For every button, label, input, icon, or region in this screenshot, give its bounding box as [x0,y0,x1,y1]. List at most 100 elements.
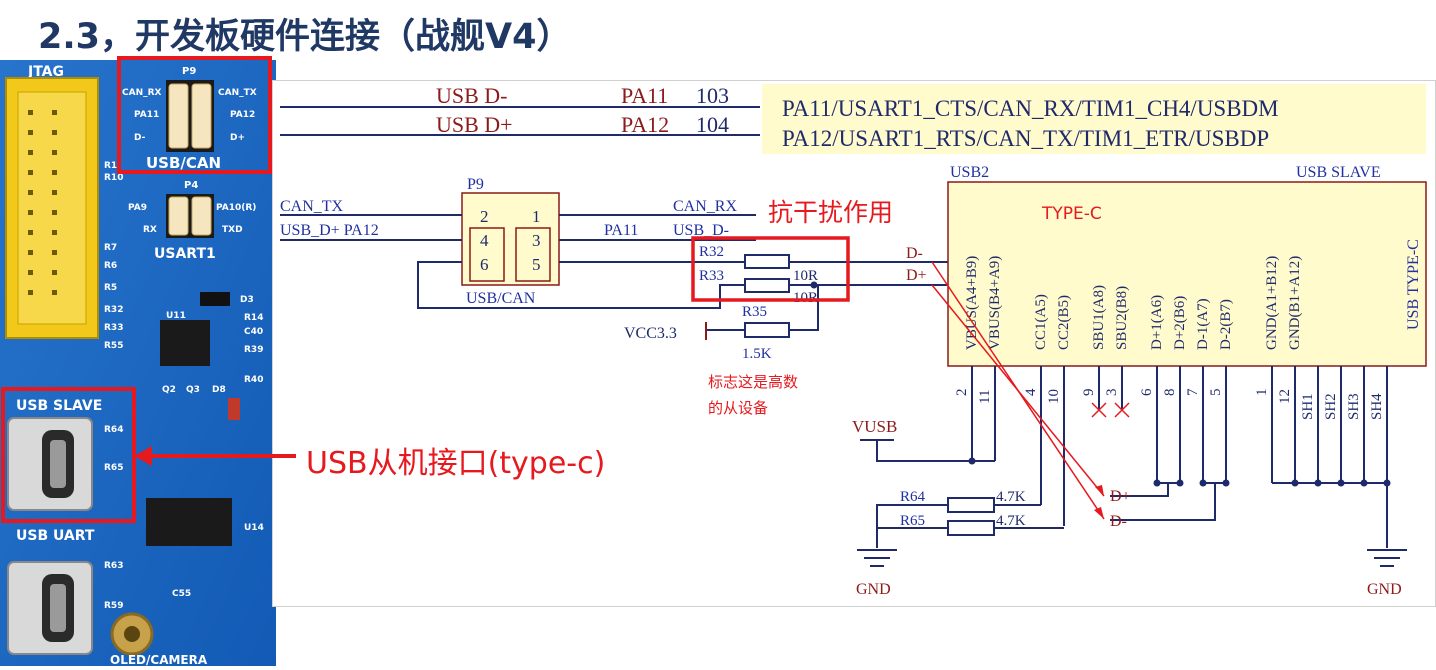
p9-name: USB/CAN [466,290,536,307]
ref-r14: R14 [244,313,263,323]
svg-text:D+2(B6): D+2(B6) [1172,296,1188,350]
svg-text:11: 11 [977,390,993,404]
r32-ref: R32 [699,244,724,260]
p9-pin-1: 1 [532,207,541,226]
typec-connector-body [947,181,1427,367]
p9-pa12: PA12 [230,110,255,120]
r65-value: 4.7K [996,513,1026,529]
p4-rx: RX [143,225,157,235]
p4-txd: TXD [222,225,243,235]
usb-can-label: USB/CAN [146,154,221,172]
p4-label: P4 [184,180,198,191]
r33-ref: R33 [699,268,724,284]
gnd-symbol-right [1367,549,1407,567]
ref-q2: Q2 [162,385,176,395]
p9-label: P9 [182,66,196,77]
ref-r59: R59 [104,601,123,611]
ref-q3: Q3 [186,385,200,395]
vusb-label: VUSB [852,417,897,436]
top-net-wires [280,106,760,136]
svg-text:CC2(B5): CC2(B5) [1056,295,1072,350]
typec-label: TYPE-C [1041,204,1102,224]
r33-value: 10R [793,268,818,284]
svg-text:D-1(A7): D-1(A7) [1195,298,1211,350]
r64-ref: R64 [900,489,926,505]
p9-pin-3: 3 [532,231,541,250]
ref-d8: D8 [212,385,226,395]
note-line-2: 的从设备 [708,399,768,417]
svg-text:3: 3 [1104,389,1120,397]
junction-dots [968,457,1391,487]
pin-function-1: PA11/USART1_CTS/CAN_RX/TIM1_CH4/USBDM [782,96,1279,121]
net-can-rx: CAN_RX [673,198,737,215]
p9-dp: D+ [230,133,245,143]
net-pa11-b: PA11 [604,222,638,239]
svg-text:D+1(A6): D+1(A6) [1149,295,1165,350]
p9-pin-2: 2 [480,207,489,226]
d3-diode [200,292,230,306]
junction-r35 [810,281,818,289]
svg-text:10: 10 [1046,389,1062,404]
p9-can-tx: CAN_TX [218,88,257,98]
ref-r10: R10 [104,173,123,183]
jumper-left [168,83,189,149]
net-dm: D- [906,245,923,262]
p9-header-body [461,192,560,286]
typec-pin-numbers: 2 11 4 10 9 3 6 8 7 5 1 12 SH1 SH2 SH3 S… [954,388,1385,420]
ref-r5: R5 [104,283,117,293]
jtag-pins [28,110,57,295]
cross-ref-arrows [931,261,1105,520]
ref-r55: R55 [104,341,123,351]
slide-title: 2.3，开发板硬件连接（战舰V4） [38,17,572,57]
r35-value: 1.5K [742,346,772,362]
usb-uart-label: USB UART [16,528,95,544]
ref-r6: R6 [104,261,117,271]
usb2-ref: USB2 [950,164,989,181]
svg-text:GND(B1+A12): GND(B1+A12) [1287,256,1303,350]
p9-can-rx: CAN_RX [122,88,162,98]
vusb-wire [860,439,995,462]
p9-pin-5: 5 [532,255,541,274]
svg-text:SH1: SH1 [1300,393,1316,420]
net-pa11: PA11 [621,83,668,108]
p4-pa10: PA10(R) [216,203,256,213]
ref-c40: C40 [244,327,263,337]
p9-wires [280,214,756,309]
schematic: USB D- USB D+ PA11 PA12 103 104 PA11/USA… [271,79,1436,608]
svg-text:CC1(A5): CC1(A5) [1033,294,1049,350]
usart1-label: USART1 [154,246,216,262]
d8-led [228,398,240,420]
ref-r32: R32 [104,305,123,315]
svg-text:SH4: SH4 [1369,393,1385,420]
p9-pin-4: 4 [480,231,489,250]
pin-103: 103 [696,83,729,108]
svg-text:2: 2 [954,389,970,397]
r64-value: 4.7K [996,489,1026,505]
svg-text:VBUS(A4+B9): VBUS(A4+B9) [964,256,980,350]
svg-text:SBU2(B8): SBU2(B8) [1114,286,1130,350]
ref-r40: R40 [244,375,263,385]
r65-ref: R65 [900,513,925,529]
svg-text:5: 5 [1208,389,1224,397]
jtag-label: JTAG [27,64,64,80]
p9-pa11: PA11 [134,110,159,120]
net-dp: D+ [906,267,927,284]
net-dp-bottom: D+ [1110,488,1131,505]
gnd-right: GND [1367,581,1402,598]
net-dm-bottom: D- [1110,513,1127,530]
p9-dm: D- [134,133,146,143]
p4-pa9: PA9 [128,203,147,213]
svg-text:4: 4 [1023,388,1039,396]
usb-slave-ref: USB SLAVE [1296,164,1381,181]
usb-slave-callout: USB从机接口(type-c) [306,446,606,481]
anti-interference-highlight [691,236,850,302]
cc-resistor-wires [876,504,1064,548]
net-usb-dp-pa12: USB_D+ PA12 [280,222,379,239]
ref-c55: C55 [172,589,191,599]
mcu-pin-box [762,84,1426,154]
ref-r7: R7 [104,243,117,253]
note-anti-interference: 抗干扰作用 [768,198,893,227]
net-usb-dm: USB D- [436,83,508,108]
ref-r65: R65 [104,463,123,473]
ref-u14: U14 [244,523,264,533]
